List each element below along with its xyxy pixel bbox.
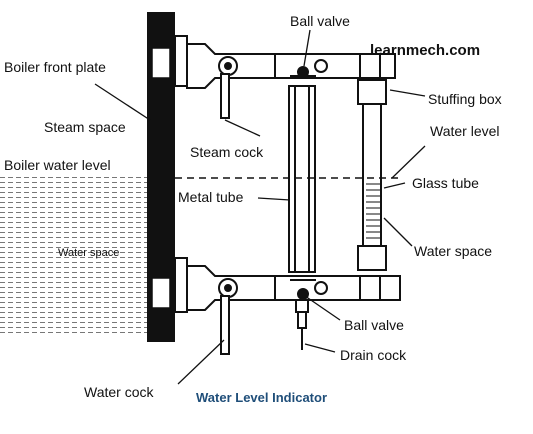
upper-arm bbox=[174, 35, 396, 89]
label-water-level: Water level bbox=[430, 123, 500, 139]
label-ball-valve-bottom: Ball valve bbox=[344, 317, 404, 333]
label-water-space-left: Water space bbox=[58, 247, 119, 259]
label-drain-cock: Drain cock bbox=[340, 347, 407, 363]
label-steam-space: Steam space bbox=[44, 119, 126, 135]
site-label: learnmech.com bbox=[370, 42, 480, 59]
label-water-space-right: Water space bbox=[414, 243, 492, 259]
label-glass-tube: Glass tube bbox=[412, 175, 479, 191]
label-water-cock: Water cock bbox=[84, 384, 154, 400]
boiler-water-region bbox=[0, 176, 147, 334]
glass-tube-water bbox=[366, 183, 380, 239]
label-metal-tube: Metal tube bbox=[178, 189, 244, 205]
leader-lines bbox=[94, 29, 426, 385]
metal-tube bbox=[288, 85, 316, 273]
label-steam-cock: Steam cock bbox=[190, 144, 264, 160]
label-ball-valve-top: Ball valve bbox=[290, 13, 350, 29]
water-cock-handle bbox=[220, 295, 230, 355]
label-boiler-front-plate: Boiler front plate bbox=[4, 59, 106, 75]
glass-tube-assembly bbox=[357, 79, 387, 271]
lower-arm bbox=[174, 257, 401, 313]
steam-cock-handle bbox=[220, 73, 230, 119]
label-stuffing-box: Stuffing box bbox=[428, 91, 502, 107]
drain-cock bbox=[295, 299, 309, 350]
label-boiler-water-level: Boiler water level bbox=[4, 157, 111, 173]
caption: Water Level Indicator bbox=[196, 390, 327, 405]
